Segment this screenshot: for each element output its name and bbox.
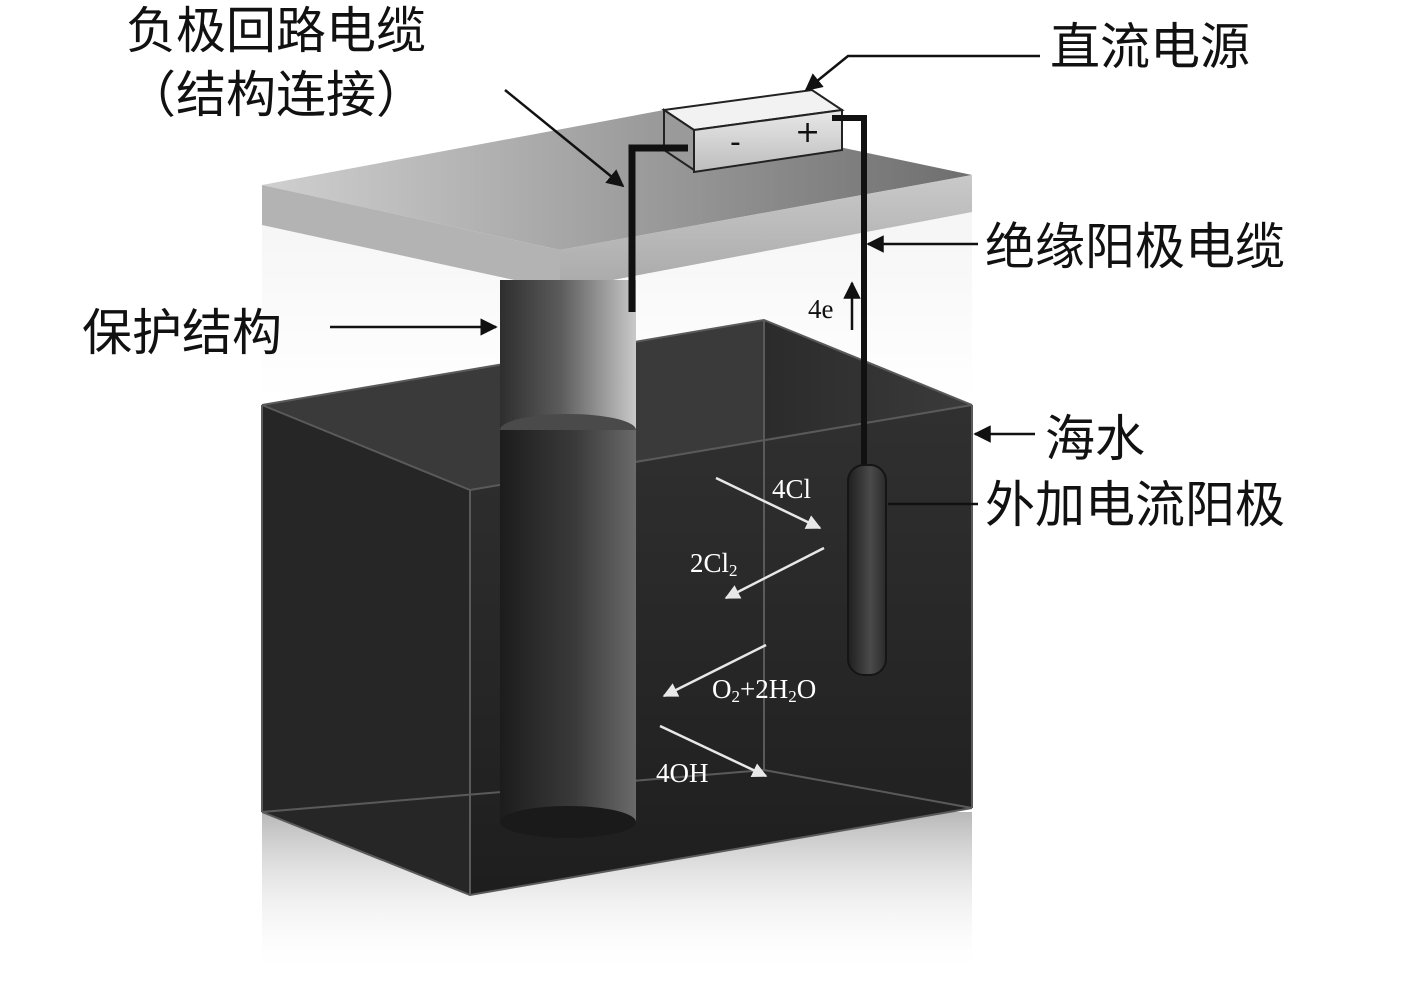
negative-cable-leader — [504, 89, 625, 188]
deck-left-edge — [262, 185, 560, 290]
negative-return-cable — [628, 144, 688, 312]
power-box-front — [693, 108, 843, 174]
chlorine-label: 2Cl2 — [690, 548, 738, 580]
insulated-anode-cable — [832, 115, 867, 470]
insulated-anode-cable-label: 绝缘阳极电缆 — [985, 218, 1285, 276]
impressed-current-anode-rod — [847, 464, 887, 676]
pillar-in-water — [500, 430, 636, 822]
chloride-label: 4Cl — [772, 474, 812, 504]
chloride-arrow — [715, 476, 822, 530]
protected-structure-label: 保护结构 — [82, 304, 282, 362]
pillar-above-water — [500, 280, 636, 430]
negative-cable-sublabel: （结构连接） — [126, 66, 426, 124]
impressed-current-anode-label: 外加电流阳极 — [985, 476, 1285, 534]
dc-power-leader — [804, 54, 1040, 92]
electrons-label: 4e — [808, 294, 834, 324]
seawater-label: 海水 — [1045, 410, 1145, 468]
minus-terminal: - — [730, 125, 741, 160]
negative-cable-label: 负极回路电缆 — [126, 2, 426, 60]
hydroxide-label: 4OH — [656, 758, 709, 788]
hydroxide-arrow — [659, 724, 768, 778]
pillar-bottom — [500, 806, 636, 838]
plus-terminal: + — [795, 115, 820, 150]
oxygen-water-label: O2+2H2O — [712, 674, 817, 706]
chlorine-arrow — [724, 546, 825, 600]
oxygen-water-arrow — [662, 643, 767, 698]
deck-front-edge — [560, 175, 972, 290]
dc-power-label: 直流电源 — [1050, 18, 1250, 76]
water-left-side — [262, 405, 470, 895]
